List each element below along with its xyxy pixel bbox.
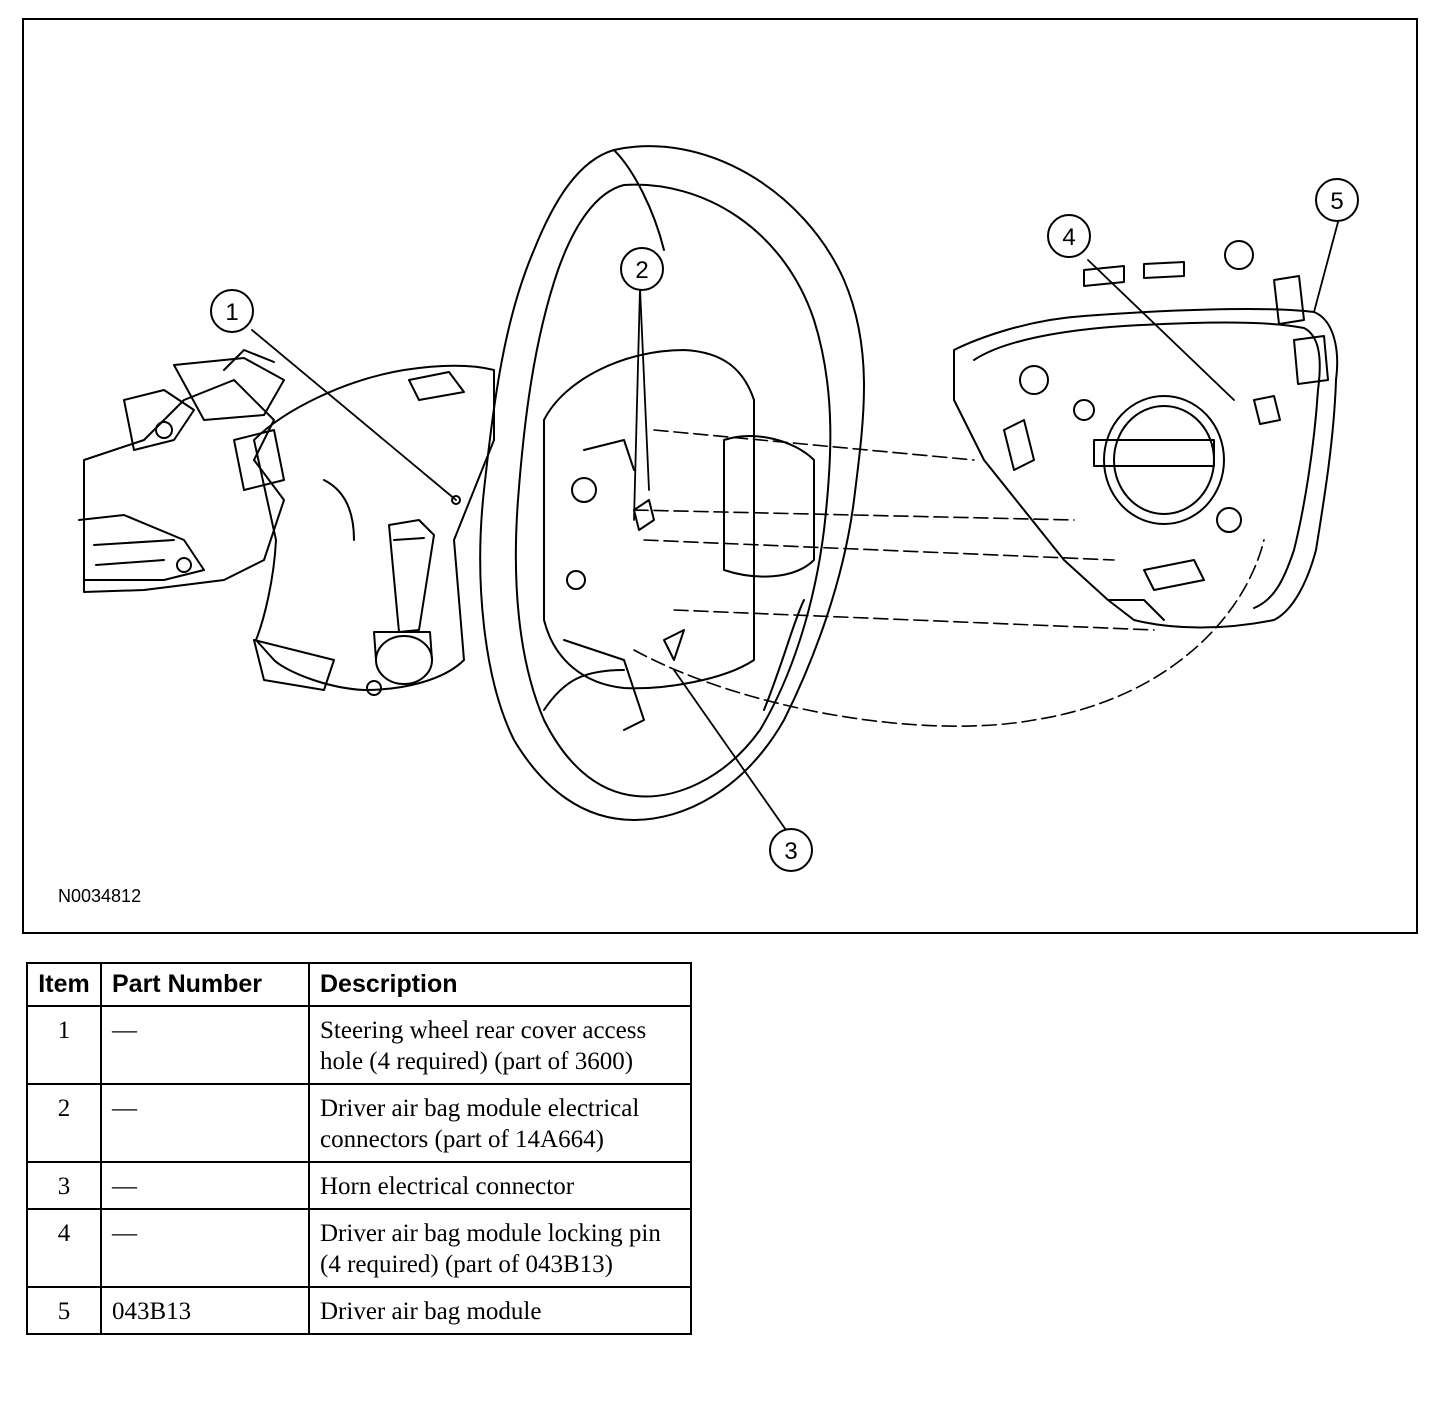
- callout-3-label: 3: [784, 838, 797, 865]
- exploded-view-drawing: 1 2 3 4 5: [78, 145, 1359, 872]
- row-part-number: —: [100, 1161, 310, 1210]
- turn-signal-stalk: [366, 519, 435, 696]
- row-item: 2: [26, 1083, 102, 1163]
- row-item: 5: [26, 1286, 102, 1335]
- diagram-figure: 1 2 3 4 5 N0034812: [22, 18, 1418, 934]
- callout-4-label: 4: [1062, 224, 1075, 251]
- callout-2-label: 2: [635, 257, 648, 284]
- row-item: 3: [26, 1161, 102, 1210]
- callout-4: [1047, 214, 1091, 258]
- leader-lines: [251, 221, 1339, 831]
- callout-3: [769, 828, 813, 872]
- callout-2: [620, 247, 664, 291]
- row-description: Driver air bag module locking pin (4 req…: [308, 1208, 692, 1288]
- air-bag-module: [953, 240, 1339, 629]
- header-part-number: Part Number: [100, 962, 310, 1007]
- row-description: Driver air bag module: [308, 1286, 692, 1335]
- callout-5-label: 5: [1330, 188, 1343, 215]
- row-part-number: —: [100, 1005, 310, 1085]
- row-description: Driver air bag module electrical connect…: [308, 1083, 692, 1163]
- header-item: Item: [26, 962, 102, 1007]
- header-description: Description: [308, 962, 692, 1007]
- row-part-number: —: [100, 1208, 310, 1288]
- table-row: 3 — Horn electrical connector: [26, 1161, 692, 1210]
- parts-table: Item Part Number Description 1 — Steerin…: [26, 962, 692, 1335]
- row-part-number: —: [100, 1083, 310, 1163]
- steering-column: [78, 349, 285, 593]
- steering-wheel: [479, 145, 865, 821]
- row-description: Horn electrical connector: [308, 1161, 692, 1210]
- table-row: 5 043B13 Driver air bag module: [26, 1286, 692, 1335]
- table-row: 4 — Driver air bag module locking pin (4…: [26, 1208, 692, 1288]
- figure-id-label: N0034812: [58, 886, 142, 906]
- table-row: 1 — Steering wheel rear cover access hol…: [26, 1005, 692, 1085]
- table-row: 2 — Driver air bag module electrical con…: [26, 1083, 692, 1163]
- table-header-row: Item Part Number Description: [26, 962, 692, 1007]
- row-item: 1: [26, 1005, 102, 1085]
- row-item: 4: [26, 1208, 102, 1288]
- row-part-number: 043B13: [100, 1286, 310, 1335]
- callout-1-label: 1: [225, 299, 238, 326]
- callout-1: [210, 289, 254, 333]
- row-description: Steering wheel rear cover access hole (4…: [308, 1005, 692, 1085]
- callout-5: [1315, 178, 1359, 222]
- column-shroud: [253, 364, 495, 691]
- alignment-lines: [633, 429, 1265, 727]
